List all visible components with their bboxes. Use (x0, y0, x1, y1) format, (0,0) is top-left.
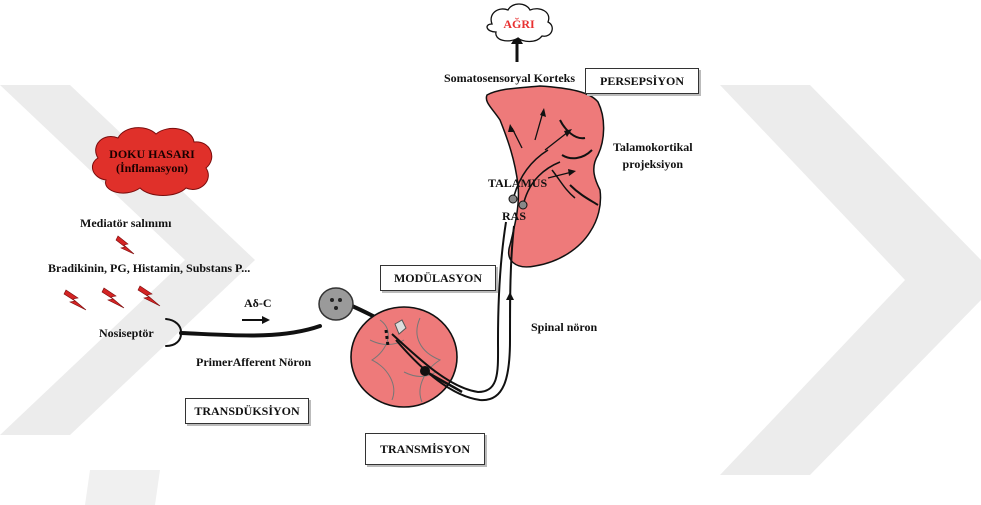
thalamocortical-line2: projeksiyon (613, 157, 693, 171)
thalamocortical-label: Talamokortikal projeksiyon (613, 140, 693, 171)
spinal-cord (351, 307, 457, 407)
mediator-release-label: Mediatör salınımı (80, 216, 171, 230)
ras-label: RAS (502, 209, 526, 223)
tissue-damage-line2: (İnflamasyon) (104, 161, 200, 175)
primary-afferent-label: PrimerAfferent Nöron (196, 355, 311, 369)
fiber-type-label: Aδ-C (244, 296, 272, 310)
fiber-arrow (242, 316, 270, 324)
transmission-stage-box: TRANSMİSYON (365, 433, 485, 465)
dorsal-root-ganglion (319, 288, 353, 320)
somatosensory-cortex-label: Somatosensoryal Korteks (444, 71, 575, 85)
pain-label: AĞRI (498, 17, 540, 31)
modulation-stage-box: MODÜLASYON (380, 265, 496, 291)
thalamus-label: TALAMUS (488, 176, 547, 190)
spinal-neuron-label: Spinal nöron (531, 320, 597, 334)
perception-stage-box: PERSEPSİYON (585, 68, 699, 94)
mediators-label: Bradikinin, PG, Histamin, Substans P... (48, 261, 250, 275)
thalamocortical-line1: Talamokortikal (613, 140, 693, 154)
tissue-damage-line1: DOKU HASARI (104, 147, 200, 161)
tissue-damage-label: DOKU HASARI (İnflamasyon) (104, 147, 200, 175)
transduction-stage-box: TRANSDÜKSİYON (185, 398, 309, 424)
nociceptor-label: Nosiseptör (99, 326, 154, 340)
